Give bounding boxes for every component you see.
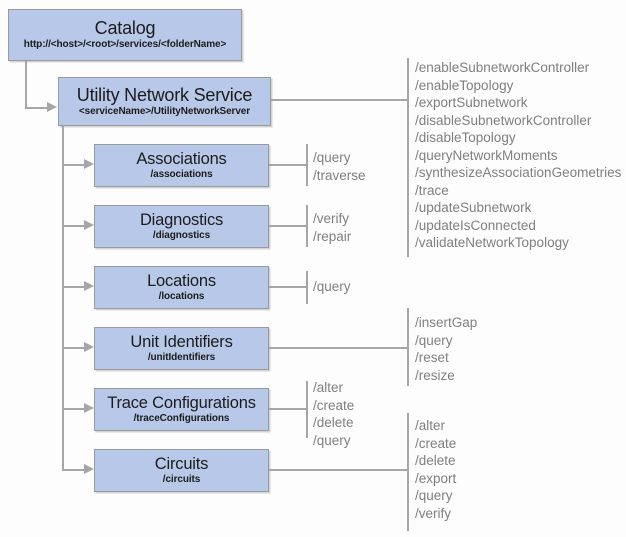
connector-line: [269, 408, 307, 410]
operation-label: /enableSubnetworkController: [415, 60, 590, 75]
resource-title: Trace Configurations: [107, 393, 256, 412]
connector-line: [62, 407, 85, 410]
connector-line: [25, 61, 27, 108]
locations-operations-list: /query: [313, 278, 351, 296]
operations-bracket-line: [306, 271, 308, 304]
connector-line: [271, 99, 408, 101]
operation-label: /query: [415, 332, 453, 348]
connector-line: [62, 163, 85, 166]
catalog-title: Catalog: [94, 18, 156, 39]
arrowhead-icon: [47, 102, 57, 112]
connector-line: [269, 225, 307, 227]
connector-line: [62, 224, 85, 227]
operation-label: /validateNetworkTopology: [415, 235, 569, 250]
arrowhead-icon: [84, 159, 94, 169]
connector-line: [62, 468, 85, 471]
operation-label: /query: [313, 432, 351, 448]
operation-label: /updateSubnetwork: [415, 200, 532, 215]
resource-title: Locations: [147, 271, 216, 290]
utility-network-service-node: Utility Network Service <serviceName>/Ut…: [58, 77, 271, 126]
connector-line: [25, 107, 49, 109]
operation-label: /alter: [415, 418, 446, 433]
associations-operations-list: /query /traverse: [313, 149, 366, 184]
operations-bracket-line: [407, 58, 409, 257]
operations-bracket-line: [306, 144, 308, 186]
operation-label: /queryNetworkMoments: [415, 147, 558, 163]
operation-label: /trace: [415, 182, 449, 198]
operation-label: /exportSubnetwork: [415, 95, 528, 110]
resource-title: Unit Identifiers: [130, 332, 233, 351]
operation-label: /disableTopology: [415, 130, 516, 145]
arrowhead-icon: [84, 342, 94, 352]
operation-label: /reset: [415, 350, 449, 365]
service-path: <serviceName>/UtilityNetworkServer: [78, 105, 251, 117]
locations-node: Locations /locations: [94, 266, 269, 309]
resource-path: /unitIdentifiers: [147, 351, 216, 363]
operation-label: /query: [313, 279, 351, 294]
operations-bracket-line: [407, 413, 409, 531]
diagnostics-node: Diagnostics /diagnostics: [94, 205, 269, 248]
operation-label: /export: [415, 470, 457, 486]
unit-identifiers-node: Unit Identifiers /unitIdentifiers: [94, 327, 269, 370]
resource-path: /traceConfigurations: [133, 412, 230, 424]
circuits-node: Circuits /circuits: [94, 449, 269, 492]
connector-line: [269, 286, 307, 288]
operation-label: /delete: [415, 453, 456, 468]
arrowhead-icon: [84, 281, 94, 291]
connector-line: [269, 469, 408, 471]
trace-configurations-operations-list: /alter /create /delete /query: [313, 379, 354, 449]
service-title: Utility Network Service: [76, 84, 253, 105]
resource-title: Diagnostics: [139, 210, 224, 229]
resource-title: Circuits: [154, 454, 209, 473]
service-operations-list: /enableSubnetworkController /enableTopol…: [415, 59, 621, 252]
catalog-node: Catalog http://<host>/<root>/services/<f…: [8, 9, 242, 61]
operation-label: /updateIsConnected: [415, 217, 536, 233]
diagnostics-operations-list: /verify /repair: [313, 210, 351, 245]
resource-path: /locations: [158, 290, 205, 302]
operations-bracket-line: [306, 205, 308, 247]
operation-label: /traverse: [313, 167, 366, 183]
circuits-operations-list: /alter /create /delete /export /query /v…: [415, 417, 456, 522]
catalog-url: http://<host>/<root>/services/<folderNam…: [23, 39, 227, 51]
resource-path: /circuits: [162, 473, 201, 485]
connector-line: [269, 347, 408, 349]
operation-label: /create: [313, 397, 355, 413]
operations-bracket-line: [407, 308, 409, 386]
arrowhead-icon: [84, 403, 94, 413]
resource-path: /diagnostics: [152, 229, 211, 241]
operation-label: /alter: [313, 380, 344, 395]
operation-label: /verify: [313, 211, 350, 226]
operation-label: /query: [415, 488, 453, 503]
operation-label: /synthesizeAssociationGeometries: [415, 165, 622, 180]
operation-label: /insertGap: [415, 315, 478, 330]
connector-line: [269, 164, 307, 166]
operation-label: /create: [415, 435, 457, 451]
connector-line: [62, 346, 85, 349]
trace-configurations-node: Trace Configurations /traceConfiguration…: [94, 388, 269, 431]
associations-node: Associations /associations: [94, 144, 269, 187]
connector-trunk-line: [62, 126, 64, 471]
operation-label: /verify: [415, 505, 452, 521]
operation-label: /disableSubnetworkController: [415, 112, 592, 128]
operation-label: /enableTopology: [415, 77, 514, 93]
operation-label: /delete: [313, 415, 354, 430]
resource-title: Associations: [136, 149, 227, 168]
operations-bracket-line: [306, 381, 308, 438]
operation-label: /repair: [313, 228, 352, 244]
arrowhead-icon: [84, 464, 94, 474]
operation-label: /query: [313, 150, 351, 165]
connector-line: [62, 285, 85, 288]
unit-identifiers-operations-list: /insertGap /query /reset /resize: [415, 314, 477, 384]
resource-path: /associations: [150, 168, 213, 180]
arrowhead-icon: [84, 220, 94, 230]
operation-label: /resize: [415, 367, 455, 383]
